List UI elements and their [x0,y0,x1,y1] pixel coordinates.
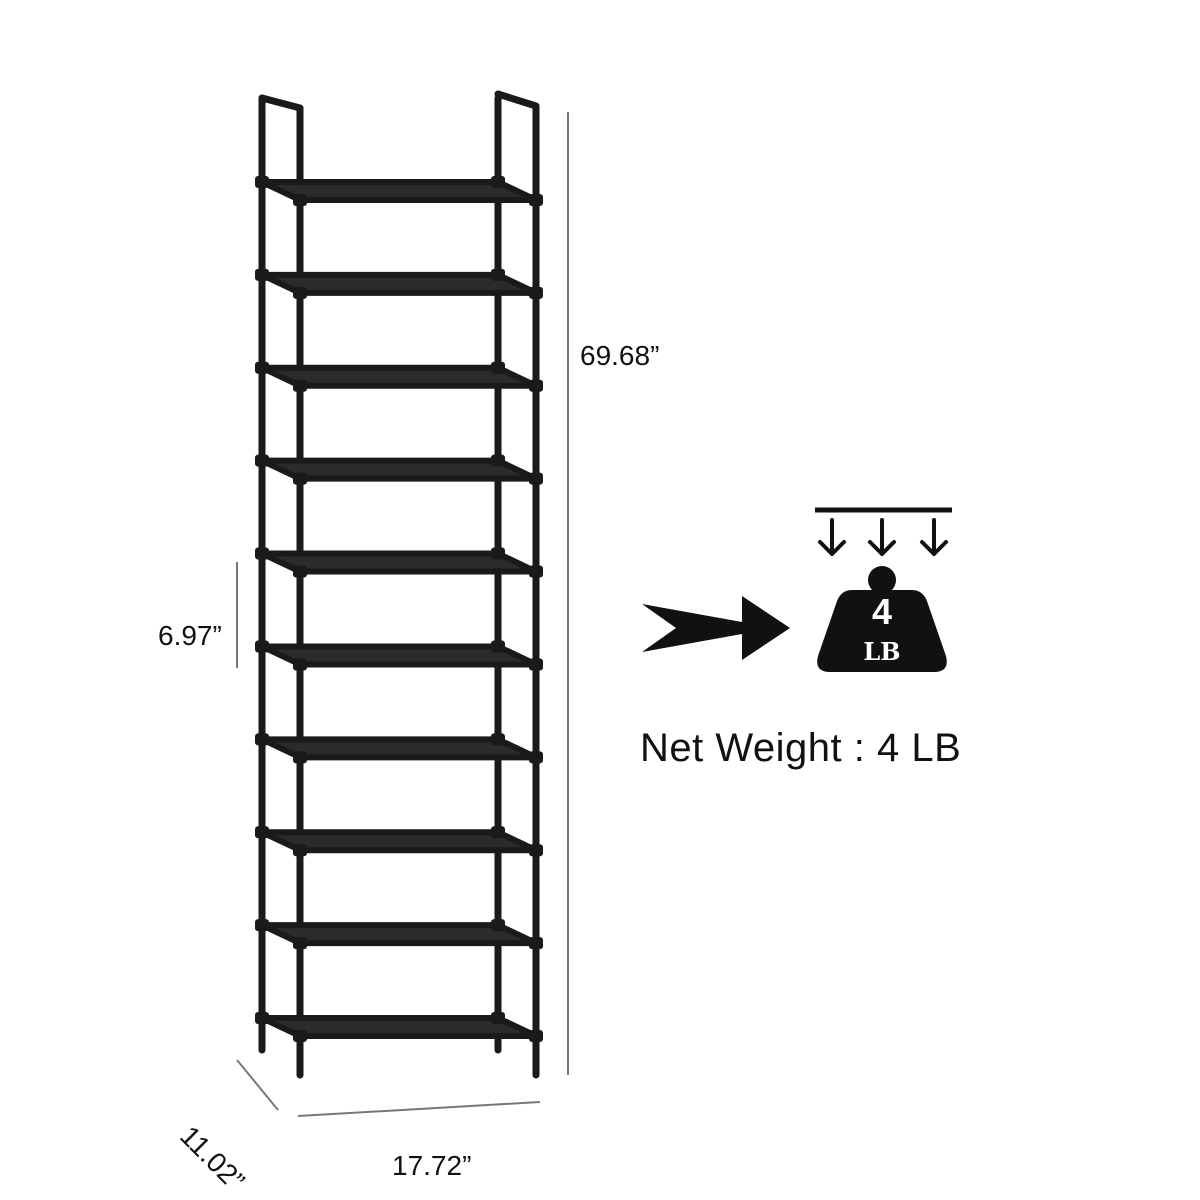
rack-joint [293,751,307,764]
rack-joint [491,919,505,932]
rack-joint [491,1012,505,1024]
rack-joint [293,194,307,206]
rack-joint [293,565,307,578]
rack-joint [529,565,543,578]
rack-joint [293,937,307,950]
rack-joint [529,194,543,206]
rack-shelf [262,925,536,944]
rack-joint [293,472,307,485]
rack-joint [529,472,543,485]
rack-joint [255,826,269,839]
rack-joint [491,268,505,281]
rack-joint [293,844,307,857]
net-weight-caption: Net Weight : 4 LB [640,726,962,770]
shelf-spacing-label: 6.97” [158,620,222,651]
rack-shelf [262,646,536,665]
rack-shelf [262,367,536,386]
rack-joint [529,937,543,950]
rack-joint [529,1030,543,1042]
rack-joint [255,176,269,188]
rack-joint [293,286,307,299]
rack-joint [255,640,269,653]
rack-joint [491,176,505,188]
rack-shelf [262,182,536,200]
shoe-rack [255,90,543,1079]
rack-shelf [262,274,536,293]
rack-joint [293,379,307,392]
rack-joint [529,658,543,671]
width-label: 17.72” [392,1150,472,1181]
rack-joint [491,640,505,653]
rack-joint [491,361,505,374]
rack-joint [529,844,543,857]
rack-joint [255,268,269,281]
rack-joint [293,658,307,671]
rack-top-handle-right [494,90,540,110]
width-dimension-line [297,1101,541,1117]
height-label: 69.68” [580,340,660,371]
rack-top-handle-left [258,94,304,112]
rack-joint [529,751,543,764]
rack-joint [491,733,505,746]
rack-joint [255,361,269,374]
rack-joint [255,547,269,560]
rack-joint [255,919,269,932]
rack-joint [529,379,543,392]
rack-shelf [262,460,536,479]
depth-dimension-line [236,1059,279,1111]
rack-shelf [262,739,536,758]
rack-joint [529,286,543,299]
rack-joint [491,454,505,467]
rack-joint [293,1030,307,1042]
rack-joint [255,733,269,746]
rack-shelf [262,553,536,572]
rack-joint [255,1012,269,1024]
rack-shelf [262,832,536,851]
rack-joint [491,826,505,839]
rack-shelf [262,1018,536,1036]
rack-joint [255,454,269,467]
rack-joint [491,547,505,560]
